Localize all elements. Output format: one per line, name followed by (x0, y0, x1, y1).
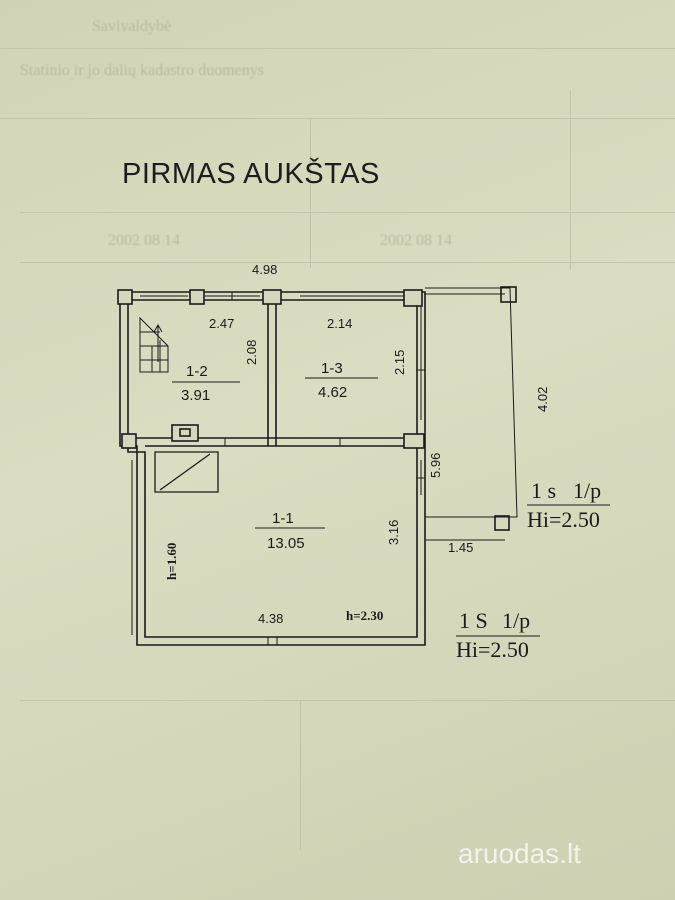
column (189, 289, 205, 305)
form-line (20, 262, 675, 263)
terrace-label-fraction: 1/p (502, 608, 530, 633)
dimension-room-1-2-width: 2.47 (209, 316, 234, 331)
column (403, 289, 423, 307)
form-line (20, 700, 675, 701)
dimension-overall-width: 4.98 (252, 262, 277, 277)
room-1-1: 1-1 13.05 (255, 510, 325, 552)
form-line (310, 118, 311, 268)
dimension-room-1-1-depth: 3.16 (386, 520, 401, 545)
staircase (139, 316, 169, 373)
form-line (0, 118, 675, 119)
room-code: 1-3 (321, 360, 343, 377)
column (121, 433, 137, 449)
column (403, 433, 425, 449)
background-text: Savivaldybė (92, 18, 172, 35)
column (117, 289, 133, 305)
background-text: Statinio ir jo dalių kadastro duomenys (20, 62, 264, 79)
watermark-logo: aruodas.lt (458, 838, 581, 869)
room-area: 4.62 (318, 384, 347, 401)
dimension-room-1-3-width: 2.14 (327, 316, 352, 331)
form-line (570, 90, 571, 270)
terrace-label-1: 1 s 1/p Hi=2.50 (527, 478, 601, 532)
form-line (20, 212, 675, 213)
terrace-label-main: 1 S (459, 608, 488, 633)
door-symbol (267, 636, 278, 646)
dimension-total-depth: 5.96 (428, 453, 443, 478)
form-line (0, 48, 675, 49)
floor-title: PIRMAS AUKŠTAS (122, 158, 380, 190)
background-text: 2002 08 14 (108, 232, 180, 249)
stove (171, 424, 199, 442)
terrace-post (500, 286, 517, 303)
dimension-terrace-depth: 4.02 (535, 387, 550, 412)
stove-door (179, 428, 191, 437)
terrace-label-2: 1 S 1/p Hi=2.50 (456, 608, 530, 662)
room-1-2: 1-2 3.91 (172, 363, 240, 404)
outer-wall-inner (127, 299, 418, 638)
partition-wall (267, 300, 277, 446)
dimension-room-1-3-depth: 2.15 (392, 350, 407, 375)
window-mullion (417, 369, 425, 479)
room-area: 13.05 (267, 535, 305, 552)
height-left: h=1.60 (164, 543, 179, 580)
room-code: 1-1 (272, 510, 294, 527)
room-1-3: 1-3 4.62 (305, 360, 378, 401)
terrace-label-height: Hi=2.50 (527, 507, 600, 532)
terrace-label-fraction: 1/p (573, 478, 601, 503)
door (224, 438, 341, 446)
dimension-terrace-width: 1.45 (448, 540, 473, 555)
stair-opening (154, 451, 219, 493)
outer-wall (119, 291, 426, 646)
dimension-room-1-2-depth: 2.08 (244, 340, 259, 365)
background-text: 2002 08 14 (380, 232, 452, 249)
terrace-label-height: Hi=2.50 (456, 637, 529, 662)
stair-arrow-head (153, 323, 163, 333)
form-line (300, 700, 301, 850)
room-code: 1-2 (186, 363, 208, 380)
terrace-label-main: 1 s (531, 478, 556, 503)
height-right: h=2.30 (346, 608, 383, 623)
room-area: 3.91 (181, 387, 210, 404)
dimension-bottom-width: 4.38 (258, 611, 283, 626)
column (262, 289, 282, 305)
terrace-post (494, 515, 510, 531)
terrace-outline (425, 287, 518, 518)
